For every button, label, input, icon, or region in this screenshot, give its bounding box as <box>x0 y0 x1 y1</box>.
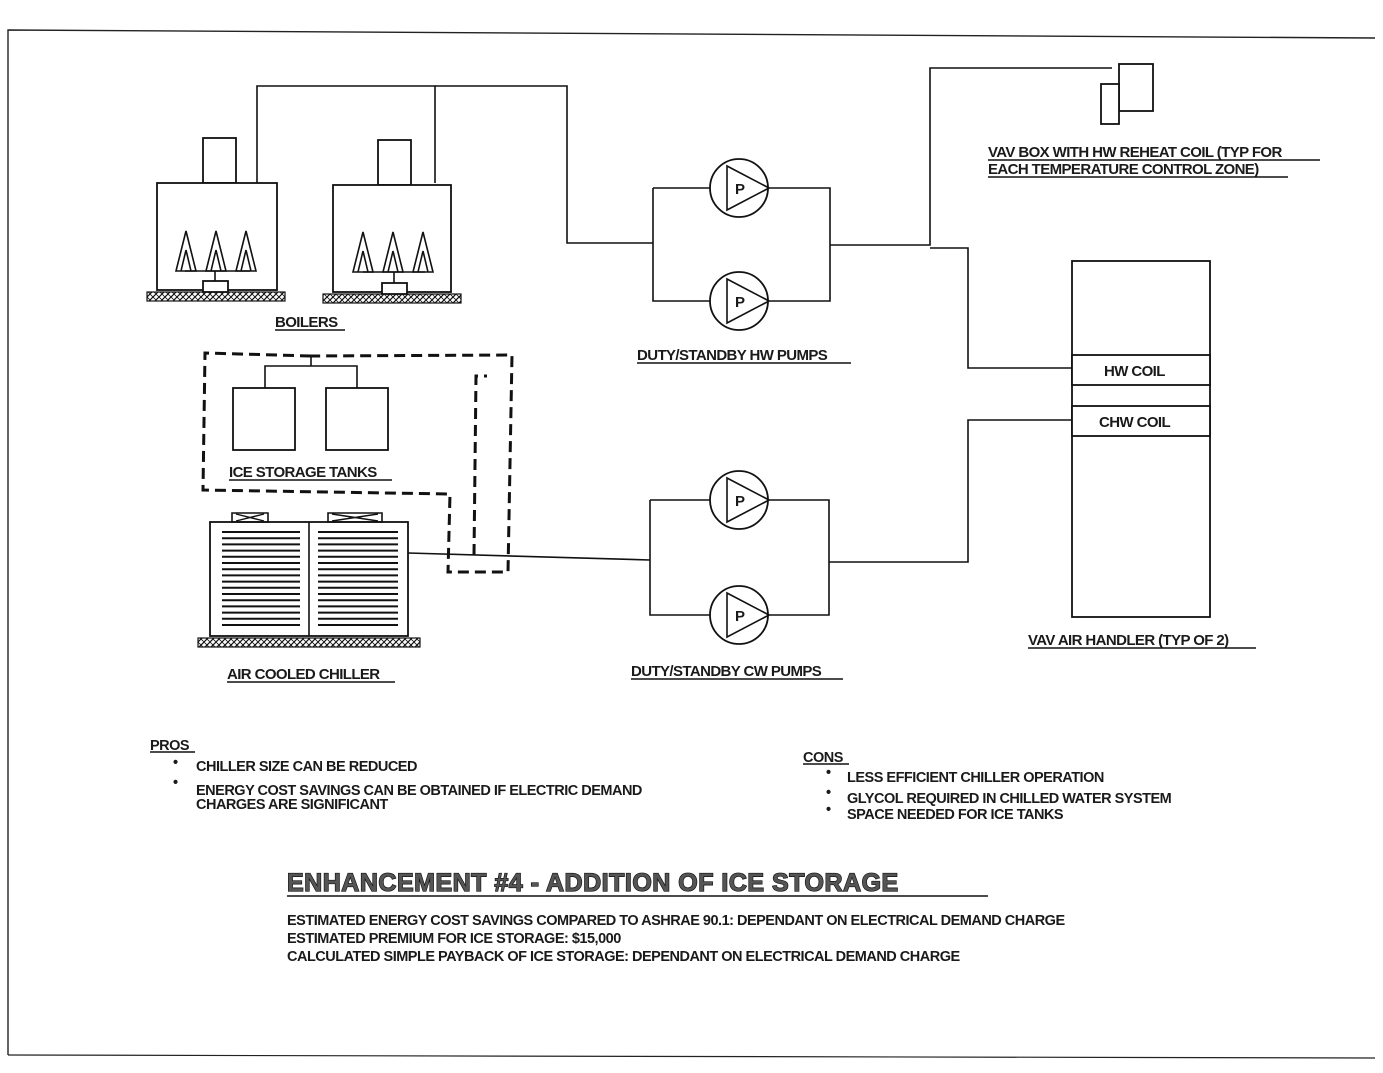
chw-coil <box>1071 405 1211 437</box>
vav-box-label-line1: VAV BOX WITH HW REHEAT COIL (TYP FOR <box>988 144 1282 161</box>
chilled-water-piping <box>264 356 1072 616</box>
pros-list: PROS • CHILLER SIZE CAN BE REDUCED • ENE… <box>150 738 642 813</box>
bullet: • <box>173 755 178 771</box>
hw-coil-label: HW COIL <box>1104 363 1165 380</box>
cons-item: GLYCOL REQUIRED IN CHILLED WATER SYSTEM <box>847 791 1172 807</box>
chw-coil-label: CHW COIL <box>1099 414 1170 431</box>
air-handler-label: VAV AIR HANDLER (TYP OF 2) <box>1028 632 1229 649</box>
hw-pump-duty: P <box>709 158 771 218</box>
chiller-louvers <box>222 531 398 626</box>
chiller-label: AIR COOLED CHILLER <box>227 666 380 683</box>
cons-list: CONS • LESS EFFICIENT CHILLER OPERATION … <box>803 750 1172 823</box>
ice-storage-tank-1 <box>232 387 296 451</box>
summary: ESTIMATED ENERGY COST SAVINGS COMPARED T… <box>287 913 1066 965</box>
ice-tanks-label: ICE STORAGE TANKS <box>229 464 377 481</box>
cw-pump-duty: P <box>709 470 771 530</box>
page-title: ENHANCEMENT #4 - ADDITION OF ICE STORAGE <box>287 869 899 897</box>
bullet: • <box>826 802 831 818</box>
cons-heading: CONS <box>803 750 844 766</box>
boilers-label: BOILERS <box>275 314 338 331</box>
pros-item: ENERGY COST SAVINGS CAN BE OBTAINED IF E… <box>196 783 642 799</box>
burner-flame-icon <box>174 230 258 272</box>
bullet: • <box>826 765 831 781</box>
cons-item: SPACE NEEDED FOR ICE TANKS <box>847 807 1064 823</box>
cw-pumps-label: DUTY/STANDBY CW PUMPS <box>631 663 822 680</box>
hw-pump-standby: P <box>709 271 771 331</box>
ice-storage-loop <box>201 351 514 574</box>
summary-premium: ESTIMATED PREMIUM FOR ICE STORAGE: $15,0… <box>287 931 621 947</box>
cw-pump-standby: P <box>709 585 771 645</box>
bullet: • <box>173 775 178 791</box>
pump-symbol: P <box>735 181 745 198</box>
pump-symbol: P <box>735 608 745 625</box>
boiler-2 <box>322 139 462 304</box>
vav-box <box>1100 63 1154 125</box>
air-cooled-chiller <box>197 512 421 648</box>
sheet-border-bottom <box>7 1054 1376 1059</box>
pump-symbol: P <box>735 294 745 311</box>
fan-icon <box>235 513 379 522</box>
pump-symbol: P <box>735 493 745 510</box>
pros-item: CHILLER SIZE CAN BE REDUCED <box>196 759 417 775</box>
hw-pumps-label: DUTY/STANDBY HW PUMPS <box>637 347 828 364</box>
cons-item: LESS EFFICIENT CHILLER OPERATION <box>847 770 1104 786</box>
summary-payback: CALCULATED SIMPLE PAYBACK OF ICE STORAGE… <box>287 949 960 965</box>
pros-heading: PROS <box>150 738 190 754</box>
pros-item: CHARGES ARE SIGNIFICANT <box>196 797 388 813</box>
summary-savings: ESTIMATED ENERGY COST SAVINGS COMPARED T… <box>287 913 1065 929</box>
hw-coil <box>1071 354 1211 386</box>
boiler-1 <box>146 137 286 302</box>
sheet-border <box>7 29 1376 1055</box>
vav-box-label-line2: EACH TEMPERATURE CONTROL ZONE) <box>988 161 1259 178</box>
bullet: • <box>826 785 831 801</box>
burner-flame-icon <box>351 231 435 273</box>
vav-air-handler: HW COIL CHW COIL <box>1071 260 1211 618</box>
hot-water-piping <box>256 67 1112 369</box>
ice-storage-tank-2 <box>325 387 389 451</box>
